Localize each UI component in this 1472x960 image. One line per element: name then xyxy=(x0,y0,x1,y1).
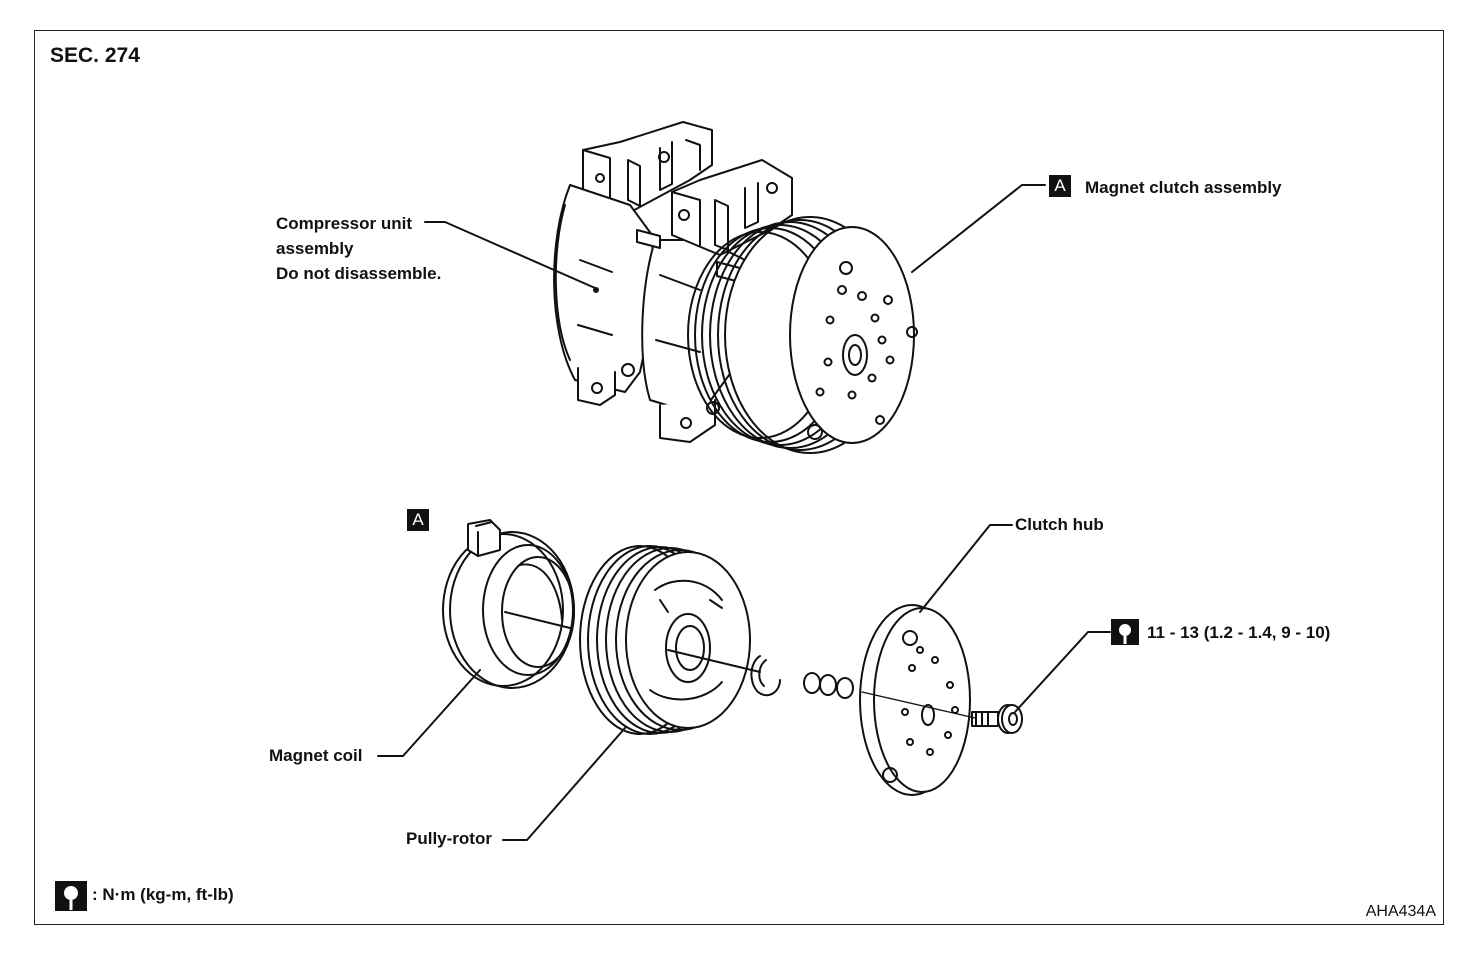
pully-rotor xyxy=(579,545,751,735)
callout-tag-a-bottom: A xyxy=(407,509,429,531)
compressor-unit-line-1: Compressor unit xyxy=(276,214,413,233)
figure-id: AHA434A xyxy=(1365,903,1436,920)
diagram-frame xyxy=(34,30,1444,925)
magnet-clutch-assembly xyxy=(687,216,918,454)
snap-ring xyxy=(750,655,781,697)
magnet-coil-label: Magnet coil xyxy=(269,746,363,765)
compressor-unit-line-2: assembly xyxy=(276,239,354,258)
pully-rotor-label: Pully-rotor xyxy=(406,829,492,848)
clutch-hub xyxy=(859,604,971,796)
torque-spec-label: 11 - 13 (1.2 - 1.4, 9 - 10) xyxy=(1147,623,1331,642)
clutch-hub-label: Clutch hub xyxy=(1015,515,1104,534)
shims xyxy=(803,672,854,699)
section-label: SEC. 274 xyxy=(50,44,140,67)
compressor-unit-line-3: Do not disassemble. xyxy=(276,264,442,283)
legend-torque-icon xyxy=(55,881,87,911)
hub-bolt xyxy=(971,704,1023,734)
torque-wrench-icon xyxy=(1111,619,1139,645)
legend-text: : N·m (kg-m, ft-lb) xyxy=(92,885,234,904)
callout-tag-a-top: A xyxy=(1049,175,1071,197)
magnet-clutch-label: Magnet clutch assembly xyxy=(1085,178,1282,197)
compressor-unit-label: Compressor unit assembly Do not disassem… xyxy=(276,211,441,286)
magnet-coil xyxy=(442,519,575,689)
